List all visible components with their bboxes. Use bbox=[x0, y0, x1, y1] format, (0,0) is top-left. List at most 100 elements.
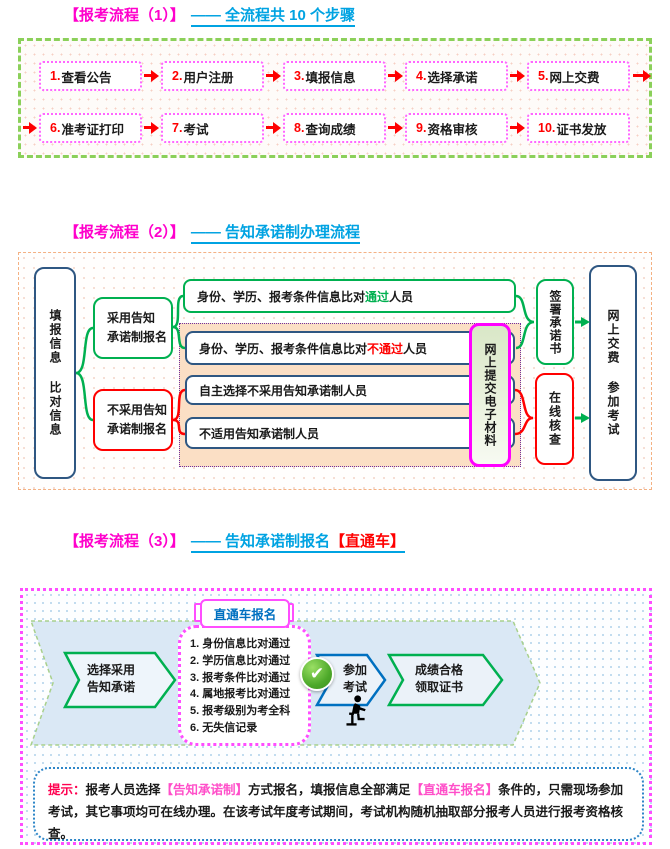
not-applicable-label: 不适用告知承诺制人员 bbox=[199, 426, 320, 441]
take-exam-text: 参加 考试 bbox=[343, 662, 367, 696]
step-6-label: 准考证打印 bbox=[61, 122, 124, 137]
condition-item-3: 3. 报考条件比对通过 bbox=[190, 671, 291, 684]
not-applicable-box: 不适用告知承诺制人员 bbox=[185, 417, 515, 449]
step-9-box: 9.资格审核 bbox=[405, 113, 508, 143]
tip-box: 提示：报考人员选择【告知承诺制】方式报名，填报信息全部满足【直通车报名】条件的，… bbox=[33, 767, 644, 841]
compare-fail-highlight: 不通过 bbox=[367, 341, 404, 356]
adopt-commitment-box: 采用告知 承诺制报名 bbox=[93, 297, 173, 359]
step-3-label: 填报信息 bbox=[305, 70, 356, 85]
step-10-number: 10. bbox=[538, 121, 556, 135]
step-2-label: 用户注册 bbox=[183, 70, 234, 85]
step-7-number: 7. bbox=[172, 121, 183, 135]
section3-title: 【报考流程（3）】 —— 告知承诺制报名【直通车】 bbox=[64, 530, 406, 553]
arrow-right-icon bbox=[144, 121, 159, 134]
take-exam-line1: 参加 bbox=[343, 663, 368, 677]
self-choose-label: 自主选择不采用告知承诺制人员 bbox=[199, 383, 368, 398]
arrow-right-icon bbox=[144, 69, 159, 82]
condition-item-5: 5. 报考级别为考全科 bbox=[190, 705, 291, 718]
step-4-box: 4.选择承诺 bbox=[405, 61, 508, 91]
express-conditions-box: 1. 身份信息比对通过 2. 学历信息比对通过 3. 报考条件比对通过 4. 属… bbox=[178, 625, 311, 746]
arrow-right-icon bbox=[510, 69, 525, 82]
choose-commitment-line2: 告知承诺 bbox=[87, 680, 136, 694]
section3-title-link[interactable]: —— 告知承诺制报名【直通车】 bbox=[190, 533, 406, 553]
section3-title-express: 【直通车】 bbox=[330, 533, 406, 550]
arrow-right-icon bbox=[266, 121, 281, 134]
sign-commitment-box: 签署承诺书 bbox=[536, 279, 574, 365]
section1-flow-container: 1.查看公告 2.用户注册 3.填报信息 4.选择承诺 5.网上交费 6.准考证… bbox=[18, 38, 652, 158]
check-glyph: ✔ bbox=[309, 664, 325, 683]
pay-and-exam-box: 网上交费 参加考试 bbox=[589, 265, 637, 481]
step-5-number: 5. bbox=[538, 69, 549, 83]
step-2-number: 2. bbox=[172, 69, 183, 83]
section2-title-dash: —— bbox=[190, 224, 221, 241]
step-10-box: 10.证书发放 bbox=[527, 113, 630, 143]
online-verify-label: 在线核查 bbox=[547, 391, 562, 447]
arrow-right-icon bbox=[23, 121, 37, 134]
step-9-number: 9. bbox=[416, 121, 427, 135]
step-9-label: 资格审核 bbox=[427, 122, 478, 137]
get-certificate-line1: 成绩合格 bbox=[415, 663, 464, 677]
online-verify-box: 在线核查 bbox=[535, 373, 574, 465]
condition-item-2: 2. 学历信息比对通过 bbox=[190, 654, 291, 667]
compare-fail-suffix: 人员 bbox=[403, 341, 428, 356]
adopt-commitment-line2: 承诺制报名 bbox=[107, 330, 168, 344]
express-registration-tab: 直通车报名 bbox=[200, 599, 290, 628]
fill-info-compare-box: 填报信息 比对信息 bbox=[34, 267, 76, 479]
section3-flow-container: 选择采用 告知承诺 直通车报名 1. 身份信息比对通过 2. 学历信息比对通过 … bbox=[20, 588, 652, 845]
step-10-label: 证书发放 bbox=[556, 122, 607, 137]
section1-title-link[interactable]: —— 全流程共 10 个步骤 bbox=[190, 7, 356, 27]
get-certificate-line2: 领取证书 bbox=[415, 680, 464, 694]
fill-info-compare-label: 填报信息 比对信息 bbox=[48, 309, 62, 437]
not-adopt-commitment-box: 不采用告知 承诺制报名 bbox=[93, 389, 173, 451]
section2-title-link[interactable]: —— 告知承诺制办理流程 bbox=[190, 224, 361, 244]
step-8-label: 查询成绩 bbox=[305, 122, 356, 137]
sign-commitment-label: 签署承诺书 bbox=[548, 289, 562, 355]
step-7-label: 考试 bbox=[183, 122, 209, 137]
check-icon: ✔ bbox=[300, 657, 334, 691]
section2-title: 【报考流程（2）】 —— 告知承诺制办理流程 bbox=[64, 221, 361, 244]
section1-title-prefix: 【报考流程（1）】 bbox=[64, 7, 185, 24]
express-registration-tab-label: 直通车报名 bbox=[213, 608, 277, 622]
section1-title-link-text: 全流程共 10 个步骤 bbox=[225, 7, 356, 24]
tip-text-4: 其它事项均可在线办理。在该考试年度考试期间，考试机构随机抽取部分报考人员进行报考… bbox=[48, 805, 624, 841]
compare-fail-text: 身份、学历、报考条件信息比对 bbox=[199, 341, 368, 356]
section1-title: 【报考流程（1）】 —— 全流程共 10 个步骤 bbox=[64, 4, 356, 27]
section3-title-link-text: 告知承诺制报名 bbox=[225, 533, 331, 550]
step-7-box: 7.考试 bbox=[161, 113, 264, 143]
condition-item-1: 1. 身份信息比对通过 bbox=[190, 638, 291, 650]
arrow-right-icon bbox=[266, 69, 281, 82]
step-4-number: 4. bbox=[416, 69, 427, 83]
condition-item-6: 6. 无失信记录 bbox=[190, 721, 258, 734]
section2-title-prefix: 【报考流程（2）】 bbox=[64, 224, 185, 241]
section2-flow-container: 填报信息 比对信息 采用告知 承诺制报名 不采用告知 承诺制报名 身份、学历、报… bbox=[18, 252, 652, 490]
compare-pass-box: 身份、学历、报考条件信息比对通过人员 bbox=[183, 279, 516, 313]
compare-pass-highlight: 通过 bbox=[365, 289, 390, 304]
step-8-number: 8. bbox=[294, 121, 305, 135]
adopt-commitment-line1: 采用告知 bbox=[107, 311, 156, 325]
choose-commitment-line1: 选择采用 bbox=[87, 663, 136, 677]
compare-pass-text: 身份、学历、报考条件信息比对 bbox=[197, 289, 366, 304]
tip-label: 提示： bbox=[48, 783, 86, 797]
step-1-number: 1. bbox=[50, 69, 61, 83]
step-3-box: 3.填报信息 bbox=[283, 61, 386, 91]
step-2-box: 2.用户注册 bbox=[161, 61, 264, 91]
step-6-box: 6.准考证打印 bbox=[39, 113, 142, 143]
step-8-box: 8.查询成绩 bbox=[283, 113, 386, 143]
step-5-box: 5.网上交费 bbox=[527, 61, 630, 91]
section1-title-dash: —— bbox=[190, 7, 221, 24]
tip-text-3: 条件的，只需现场参加考试， bbox=[48, 783, 624, 819]
step-1-box: 1.查看公告 bbox=[39, 61, 142, 91]
section2-title-link-text: 告知承诺制办理流程 bbox=[225, 224, 361, 241]
condition-item-4: 4. 属地报考比对通过 bbox=[190, 688, 291, 701]
take-exam-line2: 考试 bbox=[343, 680, 368, 694]
not-adopt-commitment-line1: 不采用告知 bbox=[107, 403, 168, 417]
self-choose-box: 自主选择不采用告知承诺制人员 bbox=[185, 375, 515, 405]
arrow-right-icon bbox=[388, 121, 403, 134]
arrow-right-icon bbox=[388, 69, 403, 82]
arrow-right-icon bbox=[633, 69, 651, 82]
section3-title-prefix: 【报考流程（3）】 bbox=[64, 533, 185, 550]
step-3-number: 3. bbox=[294, 69, 305, 83]
tip-text-2: 方式报名，填报信息全部满足 bbox=[248, 783, 411, 797]
section3-title-dash: —— bbox=[190, 533, 221, 550]
